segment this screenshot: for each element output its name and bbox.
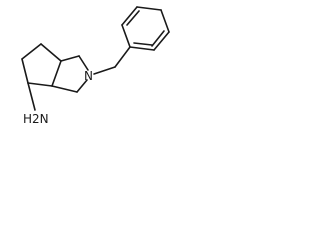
bond-cp-3	[21, 58, 29, 84]
bond-ph-1	[121, 24, 131, 48]
bond-ph-4	[160, 9, 170, 33]
bond-ph-5	[153, 31, 170, 51]
bond-amine	[27, 82, 36, 111]
bond-ch2-phenyl	[114, 46, 131, 68]
structure-canvas: N H2N	[0, 0, 183, 138]
bond-cp-4	[27, 82, 53, 87]
bond-ph-6	[129, 46, 155, 51]
bond-cp-2	[21, 43, 42, 60]
bond-ph-double-3	[133, 42, 153, 46]
bond-pyr-1	[60, 55, 80, 62]
bond-ph-3	[136, 6, 162, 11]
bond-pyr-3	[76, 79, 88, 93]
chemical-structure-diagram: N H2N	[21, 6, 170, 126]
bond-pyr-4	[51, 85, 78, 93]
bond-pyr-2	[78, 55, 89, 71]
bond-n-ch2	[93, 66, 116, 75]
bond-cp-1	[40, 43, 62, 62]
ring-nitrogen-label: N	[84, 69, 93, 83]
amine-label: H2N	[23, 112, 49, 126]
bond-ph-2	[121, 6, 138, 26]
bond-ph-double-1	[126, 10, 140, 26]
bond-ring-fusion	[51, 60, 62, 87]
bond-ph-double-2	[151, 30, 165, 47]
